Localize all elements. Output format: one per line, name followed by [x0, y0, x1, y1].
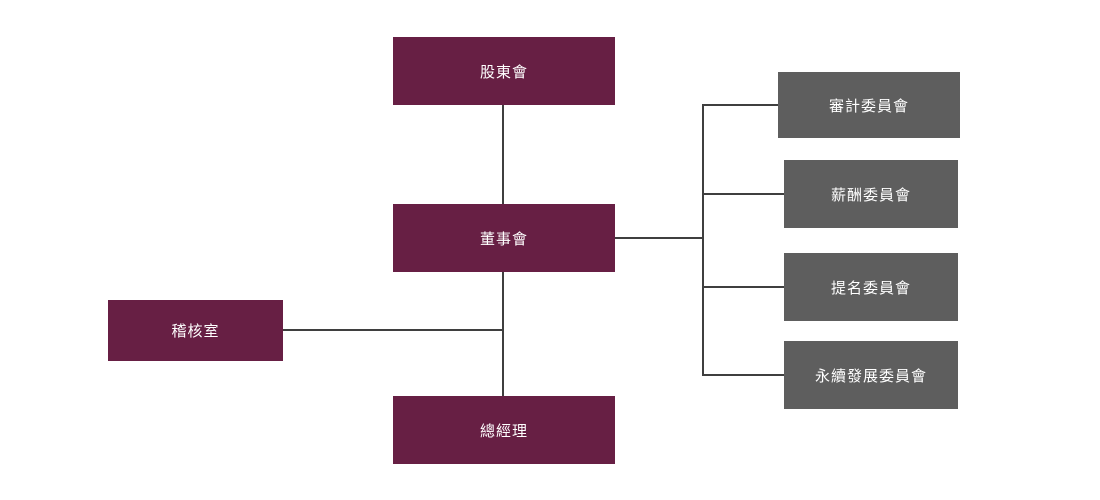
- connector-audit-office: [283, 329, 503, 331]
- nomination-committee-label: 提名委員會: [830, 278, 911, 297]
- connector-compensation-committee: [702, 193, 785, 195]
- president-node: 總經理: [393, 396, 615, 464]
- nomination-committee-node: 提名委員會: [784, 253, 958, 321]
- connector-board-committees: [615, 237, 703, 239]
- shareholders-meeting-label: 股東會: [479, 62, 528, 81]
- board-of-directors-node: 董事會: [393, 204, 615, 272]
- committee-bracket: [702, 104, 704, 376]
- compensation-committee-label: 薪酬委員會: [830, 185, 911, 204]
- audit-committee-node: 審計委員會: [778, 72, 960, 138]
- connector-audit-committee: [702, 104, 779, 106]
- audit-committee-label: 審計委員會: [828, 96, 909, 115]
- audit-office-node: 稽核室: [108, 300, 283, 361]
- sustainability-committee-label: 永續發展委員會: [814, 366, 927, 385]
- connector-board-president: [502, 272, 504, 396]
- president-label: 總經理: [479, 421, 528, 440]
- connector-sustainability-committee: [702, 374, 785, 376]
- compensation-committee-node: 薪酬委員會: [784, 160, 958, 228]
- connector-shareholders-board: [502, 105, 504, 204]
- board-of-directors-label: 董事會: [479, 229, 528, 248]
- shareholders-meeting-node: 股東會: [393, 37, 615, 105]
- connector-nomination-committee: [702, 286, 785, 288]
- sustainability-committee-node: 永續發展委員會: [784, 341, 958, 409]
- audit-office-label: 稽核室: [171, 322, 220, 340]
